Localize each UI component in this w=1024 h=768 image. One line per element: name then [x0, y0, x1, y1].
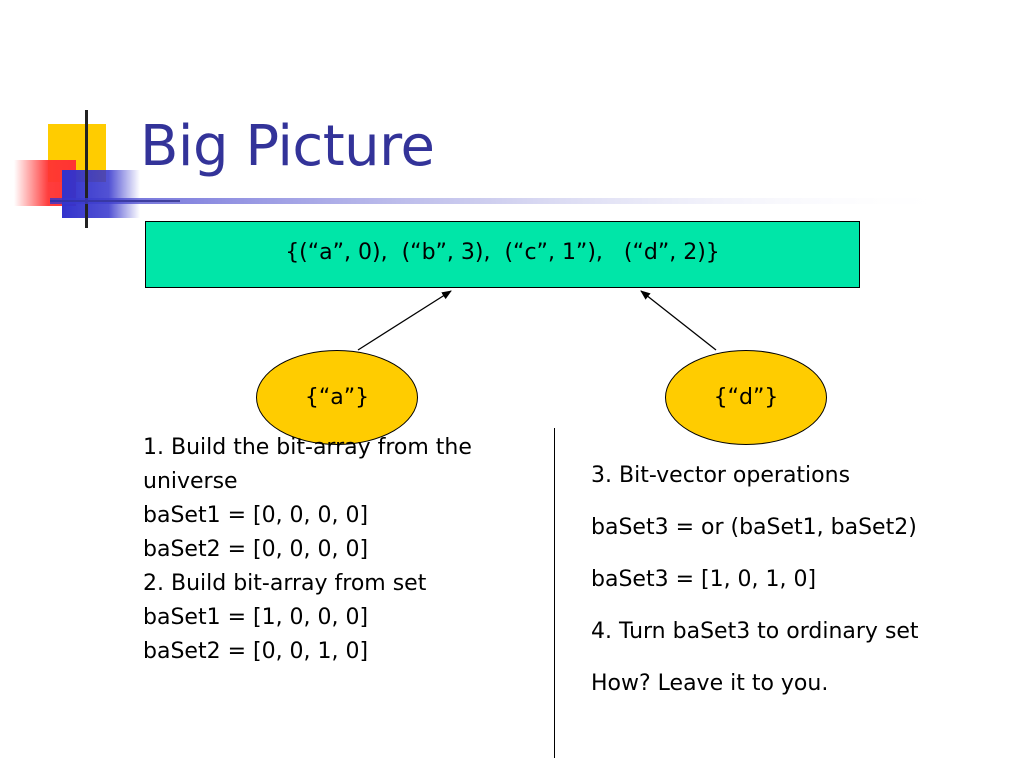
right-line-4: 4. Turn baSet3 to ordinary set	[591, 619, 919, 644]
right-line-2: baSet3 = or (baSet1, baSet2)	[591, 515, 917, 540]
set-box-text: {(“a”, 0), (“b”, 3), (“c”, 1”), (“d”, 2)…	[285, 240, 720, 265]
ellipse-set-a: {“a”}	[256, 350, 418, 445]
arrow-right	[640, 290, 717, 351]
column-divider	[554, 428, 555, 758]
set-box: {(“a”, 0), (“b”, 3), (“c”, 1”), (“d”, 2)…	[145, 221, 860, 288]
left-line-6: baSet1 = [1, 0, 0, 0]	[143, 605, 369, 630]
left-line-7: baSet2 = [0, 0, 1, 0]	[143, 639, 369, 664]
left-line-3: baSet1 = [0, 0, 0, 0]	[143, 503, 369, 528]
title-underline	[50, 198, 960, 204]
ellipse-set-d-text: {“d”}	[713, 385, 779, 410]
right-line-3: baSet3 = [1, 0, 1, 0]	[591, 567, 817, 592]
slide-title: Big Picture	[140, 114, 435, 179]
left-line-4: baSet2 = [0, 0, 0, 0]	[143, 537, 369, 562]
right-line-1: 3. Bit-vector operations	[591, 463, 851, 488]
left-line-2: universe	[143, 469, 238, 494]
right-line-5: How? Leave it to you.	[591, 671, 829, 696]
arrow-left	[357, 290, 452, 351]
right-text-column: 3. Bit-vector operations baSet3 = or (ba…	[591, 458, 1011, 718]
slide-logo-graphic	[14, 110, 180, 228]
left-line-5: 2. Build bit-array from set	[143, 571, 427, 596]
logo-vertical-line	[85, 110, 88, 228]
ellipse-set-a-text: {“a”}	[304, 385, 370, 410]
ellipse-set-d: {“d”}	[665, 350, 827, 445]
left-text-column: 1. Build the bit-array from the universe…	[143, 431, 543, 669]
left-line-1: 1. Build the bit-array from the	[143, 435, 472, 460]
logo-blue-bar	[62, 170, 140, 218]
